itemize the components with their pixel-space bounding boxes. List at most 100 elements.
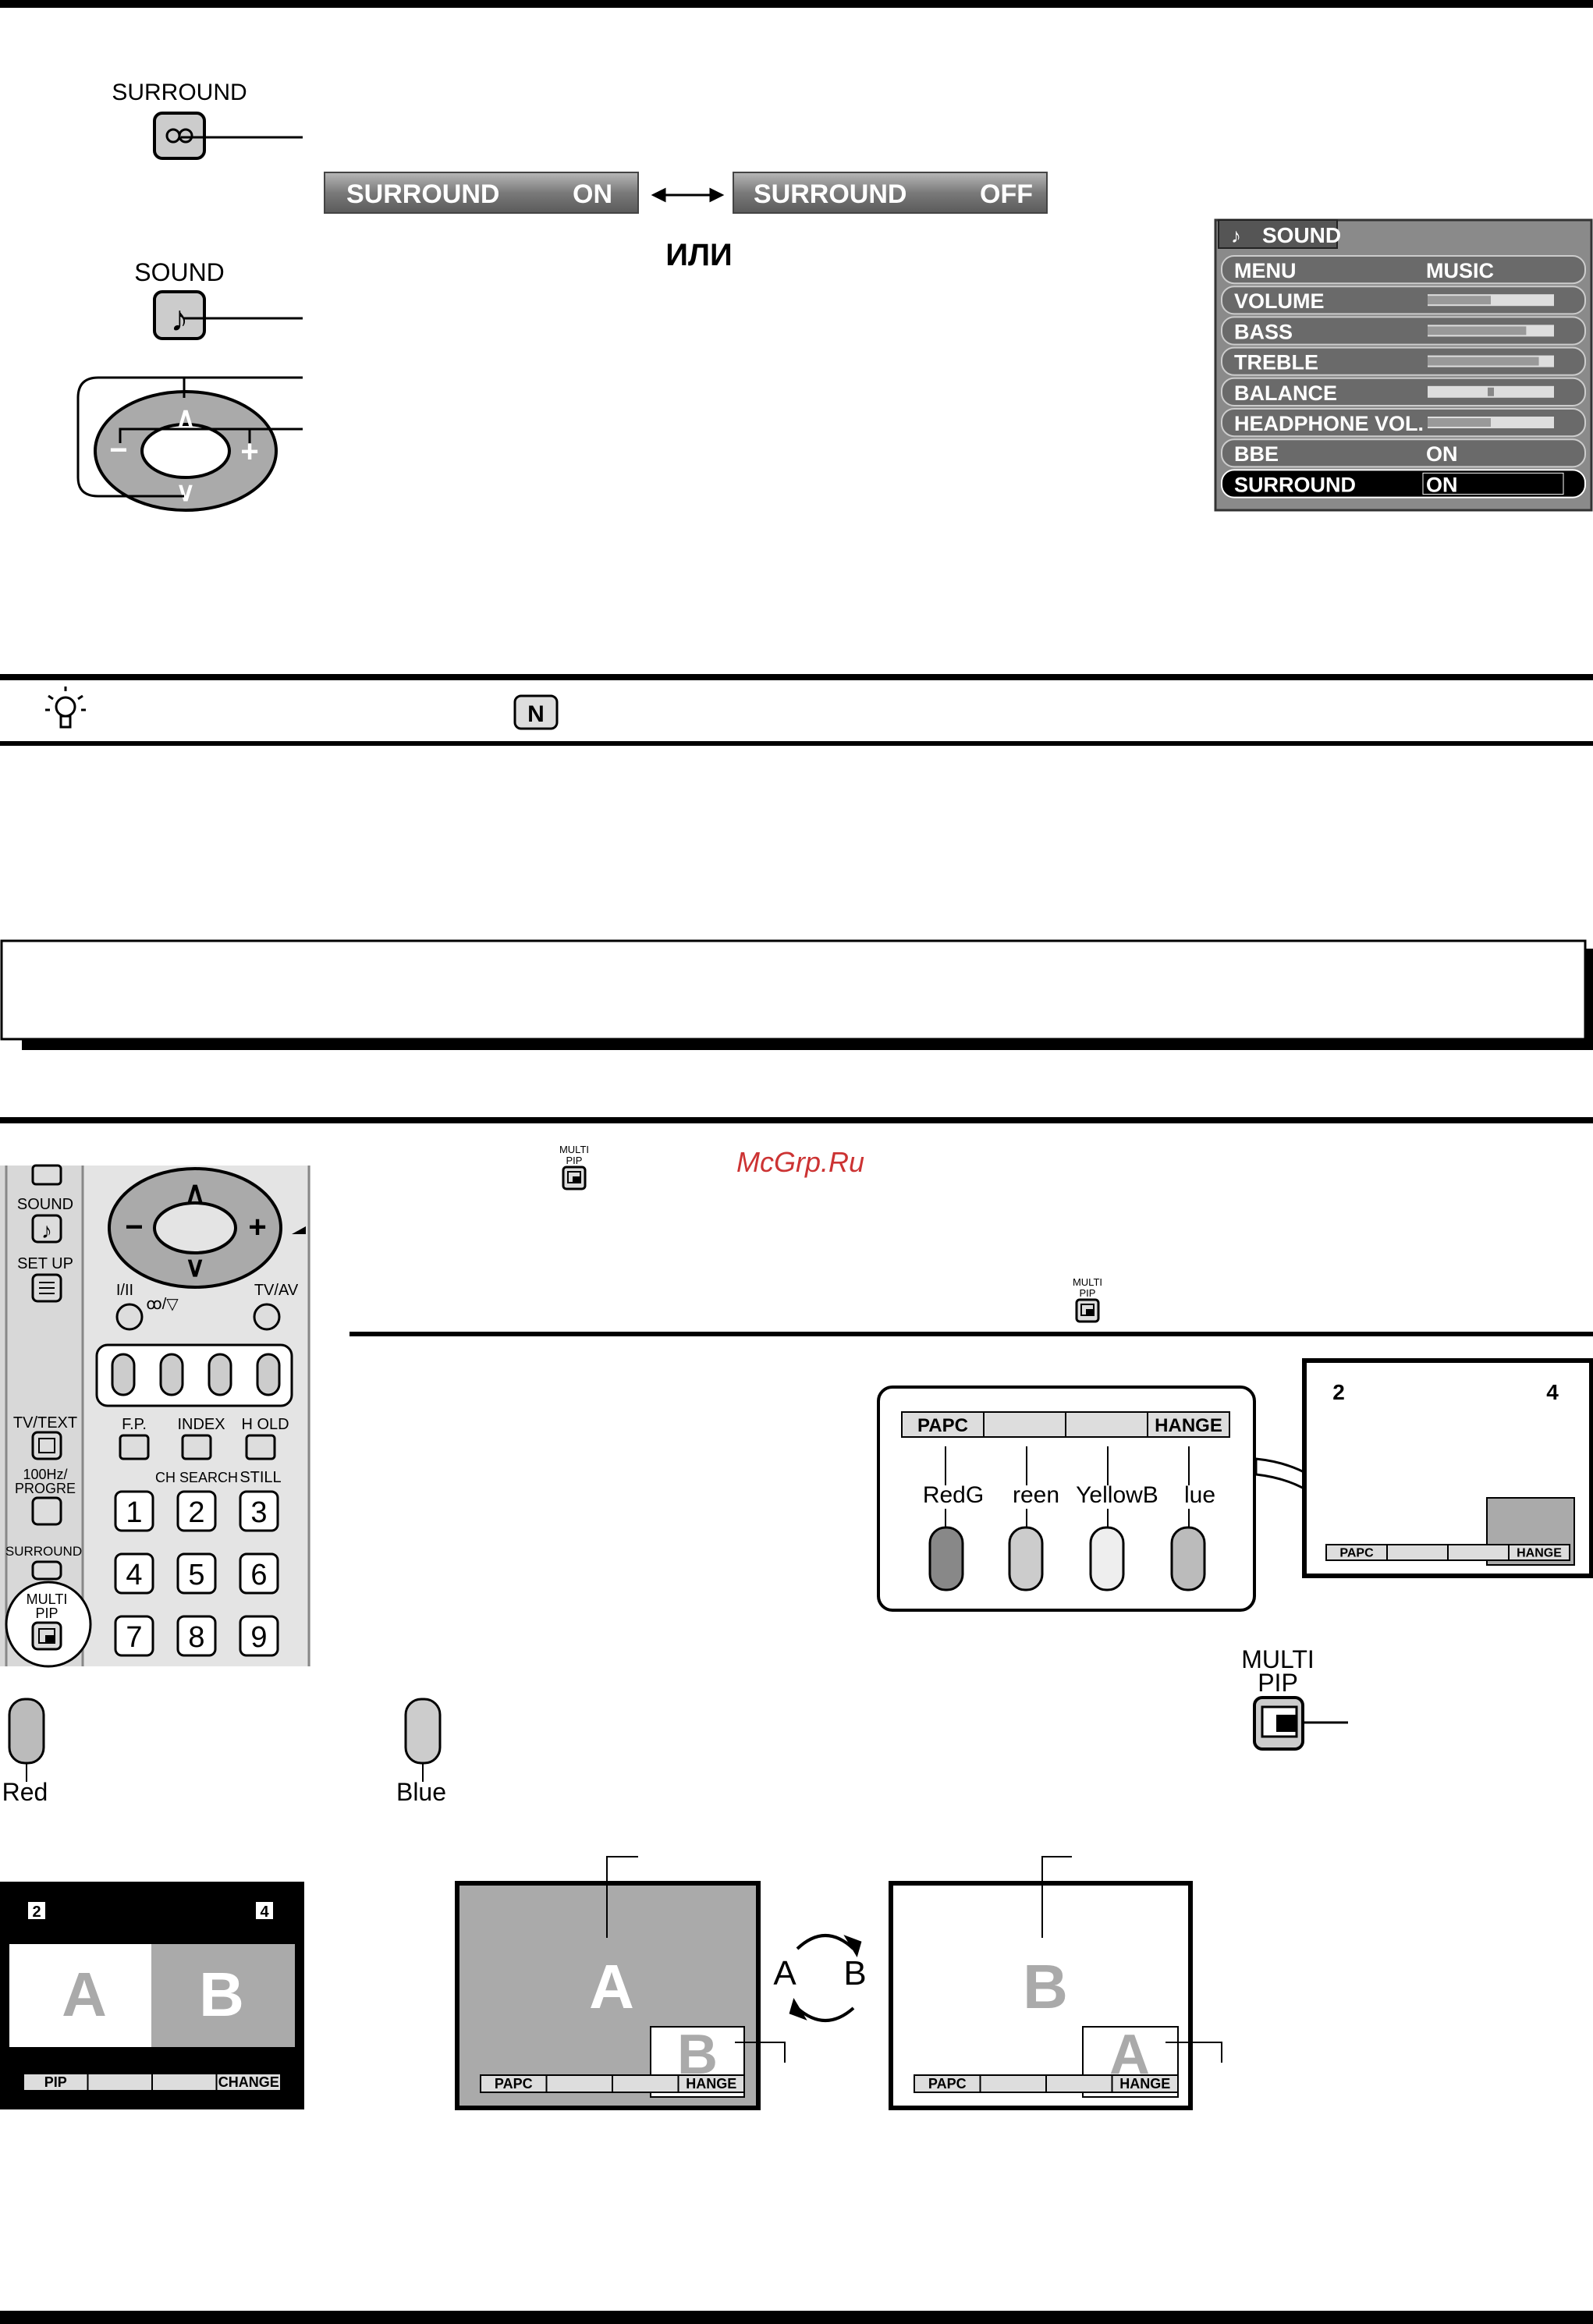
- svg-text:STILL: STILL: [239, 1469, 281, 1486]
- level-fill: [1428, 418, 1491, 427]
- svg-text:HANGE: HANGE: [1119, 2076, 1170, 2092]
- level-fill: [1428, 296, 1491, 305]
- svg-text:B: B: [1023, 1952, 1068, 2021]
- remote-index-button[interactable]: [181, 1434, 212, 1460]
- cursor-callouts: [76, 376, 303, 498]
- numpad-1-button[interactable]: 1: [114, 1490, 154, 1532]
- svg-text:B: B: [199, 1960, 244, 2029]
- remote-surround-button[interactable]: [31, 1560, 62, 1581]
- multi-pip-small-icon-1: MULTI PIP: [559, 1144, 589, 1190]
- sound-menu-row[interactable]: TREBLE: [1221, 346, 1586, 376]
- svg-text:8: 8: [188, 1621, 204, 1654]
- multi-pip-large-button[interactable]: MULTI PIP: [1241, 1645, 1314, 1751]
- surround-button-label: SURROUND: [112, 80, 247, 105]
- svg-text:PAPC: PAPC: [495, 2076, 533, 2092]
- green-button[interactable]: [1008, 1526, 1044, 1591]
- remote-cursor-pad[interactable]: ∧ ∨ − +: [108, 1167, 282, 1289]
- red-button[interactable]: [928, 1526, 964, 1591]
- osd-bar-cell: PIP: [23, 2073, 89, 2092]
- svg-text:7: 7: [126, 1621, 142, 1654]
- osd-bar-cell: HANGE: [1111, 2074, 1179, 2093]
- sound-menu-label: MENU: [1234, 259, 1297, 282]
- osd-surround-on: SURROUND ON: [324, 172, 639, 214]
- svg-text:PIP: PIP: [566, 1155, 583, 1166]
- remote-sound-button[interactable]: ♪: [31, 1214, 62, 1244]
- svg-text:B: B: [843, 1954, 866, 1992]
- blue-button[interactable]: [1170, 1526, 1206, 1591]
- remote-control: SOUND ♪ SET UP TV/TEXT 100Hz/ PROGRE SUR…: [0, 1164, 310, 1668]
- svg-text:OFF: OFF: [980, 179, 1033, 209]
- music-note-icon: ♪: [1231, 224, 1241, 247]
- svg-text:SURROUND: SURROUND: [5, 1544, 82, 1559]
- minus-icon[interactable]: −: [125, 1210, 143, 1244]
- remote-tvtext-button[interactable]: [31, 1431, 62, 1460]
- sound-menu-label: TREBLE: [1234, 351, 1318, 374]
- svg-text:1: 1: [126, 1496, 142, 1529]
- svg-text:PIP: PIP: [35, 1606, 58, 1621]
- down-arrow-icon[interactable]: ∨: [185, 1251, 205, 1283]
- up-arrow-icon[interactable]: ∧: [176, 403, 196, 432]
- numpad-9-button[interactable]: 9: [239, 1615, 279, 1657]
- svg-text:9: 9: [250, 1621, 267, 1654]
- blue-button-large[interactable]: [404, 1698, 442, 1782]
- remote-blue-button[interactable]: [256, 1353, 281, 1396]
- remote-dual-button[interactable]: [115, 1303, 144, 1331]
- red-label: Red: [2, 1778, 48, 1806]
- numpad-6-button[interactable]: 6: [239, 1552, 279, 1595]
- remote-fp-button[interactable]: [119, 1434, 150, 1460]
- svg-text:2: 2: [32, 1904, 41, 1921]
- minus-icon[interactable]: −: [109, 433, 127, 467]
- remote-green-button[interactable]: [159, 1353, 184, 1396]
- numpad-3-button[interactable]: 3: [239, 1490, 279, 1532]
- sound-menu-row[interactable]: VOLUME: [1221, 286, 1586, 315]
- remote-setup-button[interactable]: [31, 1273, 62, 1303]
- svg-text:PROGRE: PROGRE: [15, 1481, 76, 1496]
- remote-tvav-button[interactable]: [253, 1303, 281, 1331]
- remote-multi-pip-button[interactable]: [31, 1621, 62, 1651]
- svg-text:SURROUND: SURROUND: [754, 179, 906, 209]
- corner-mark: [292, 1226, 306, 1234]
- bottom-rule: [0, 2311, 1593, 2324]
- or-text: ИЛИ: [665, 238, 733, 272]
- color-buttons-frame: [95, 1343, 293, 1407]
- svg-text:N: N: [527, 701, 545, 727]
- watermark: McGrp.Ru: [736, 1146, 864, 1178]
- down-arrow-icon[interactable]: ∨: [176, 477, 196, 507]
- remote-yellow-button[interactable]: [208, 1353, 232, 1396]
- sound-menu-label: HEADPHONE VOL.: [1234, 412, 1424, 435]
- sound-menu-label: VOLUME: [1234, 289, 1325, 313]
- red-button-large[interactable]: [8, 1698, 45, 1782]
- svg-text:3: 3: [250, 1496, 267, 1529]
- svg-text:4: 4: [1546, 1380, 1559, 1404]
- plus-icon[interactable]: +: [240, 435, 258, 469]
- sound-menu-row[interactable]: BALANCE: [1221, 377, 1586, 406]
- cursor-pad[interactable]: ∧ ∨ − +: [94, 390, 278, 512]
- up-arrow-icon[interactable]: ∧: [185, 1176, 205, 1208]
- sound-menu-label: SURROUND: [1234, 473, 1356, 496]
- level-fill: [1428, 357, 1539, 366]
- sound-button[interactable]: ♪: [153, 290, 206, 340]
- tip-rule-top: [0, 674, 1593, 680]
- level-fill: [1428, 326, 1527, 335]
- sound-menu-row[interactable]: BASS: [1221, 316, 1586, 346]
- sound-menu-row[interactable]: HEADPHONE VOL.: [1221, 408, 1586, 438]
- numpad-5-button[interactable]: 5: [176, 1552, 217, 1595]
- toggle-arrow: [651, 187, 725, 203]
- remote-red-button[interactable]: [111, 1353, 136, 1396]
- surround-button[interactable]: [153, 112, 206, 160]
- numpad-4-button[interactable]: 4: [114, 1552, 154, 1595]
- osd-bar-cell: [983, 1411, 1066, 1438]
- numpad-7-button[interactable]: 7: [114, 1615, 154, 1657]
- swap-arrows-icon: [789, 1934, 862, 2022]
- remote-hold-button[interactable]: [245, 1434, 276, 1460]
- numpad-8-button[interactable]: 8: [176, 1615, 217, 1657]
- numpad-2-button[interactable]: 2: [176, 1490, 217, 1532]
- osd-bar-cell: [545, 2074, 613, 2093]
- remote-100hz-button[interactable]: [31, 1496, 62, 1526]
- yellow-button[interactable]: [1089, 1526, 1125, 1591]
- plus-icon[interactable]: +: [248, 1210, 266, 1244]
